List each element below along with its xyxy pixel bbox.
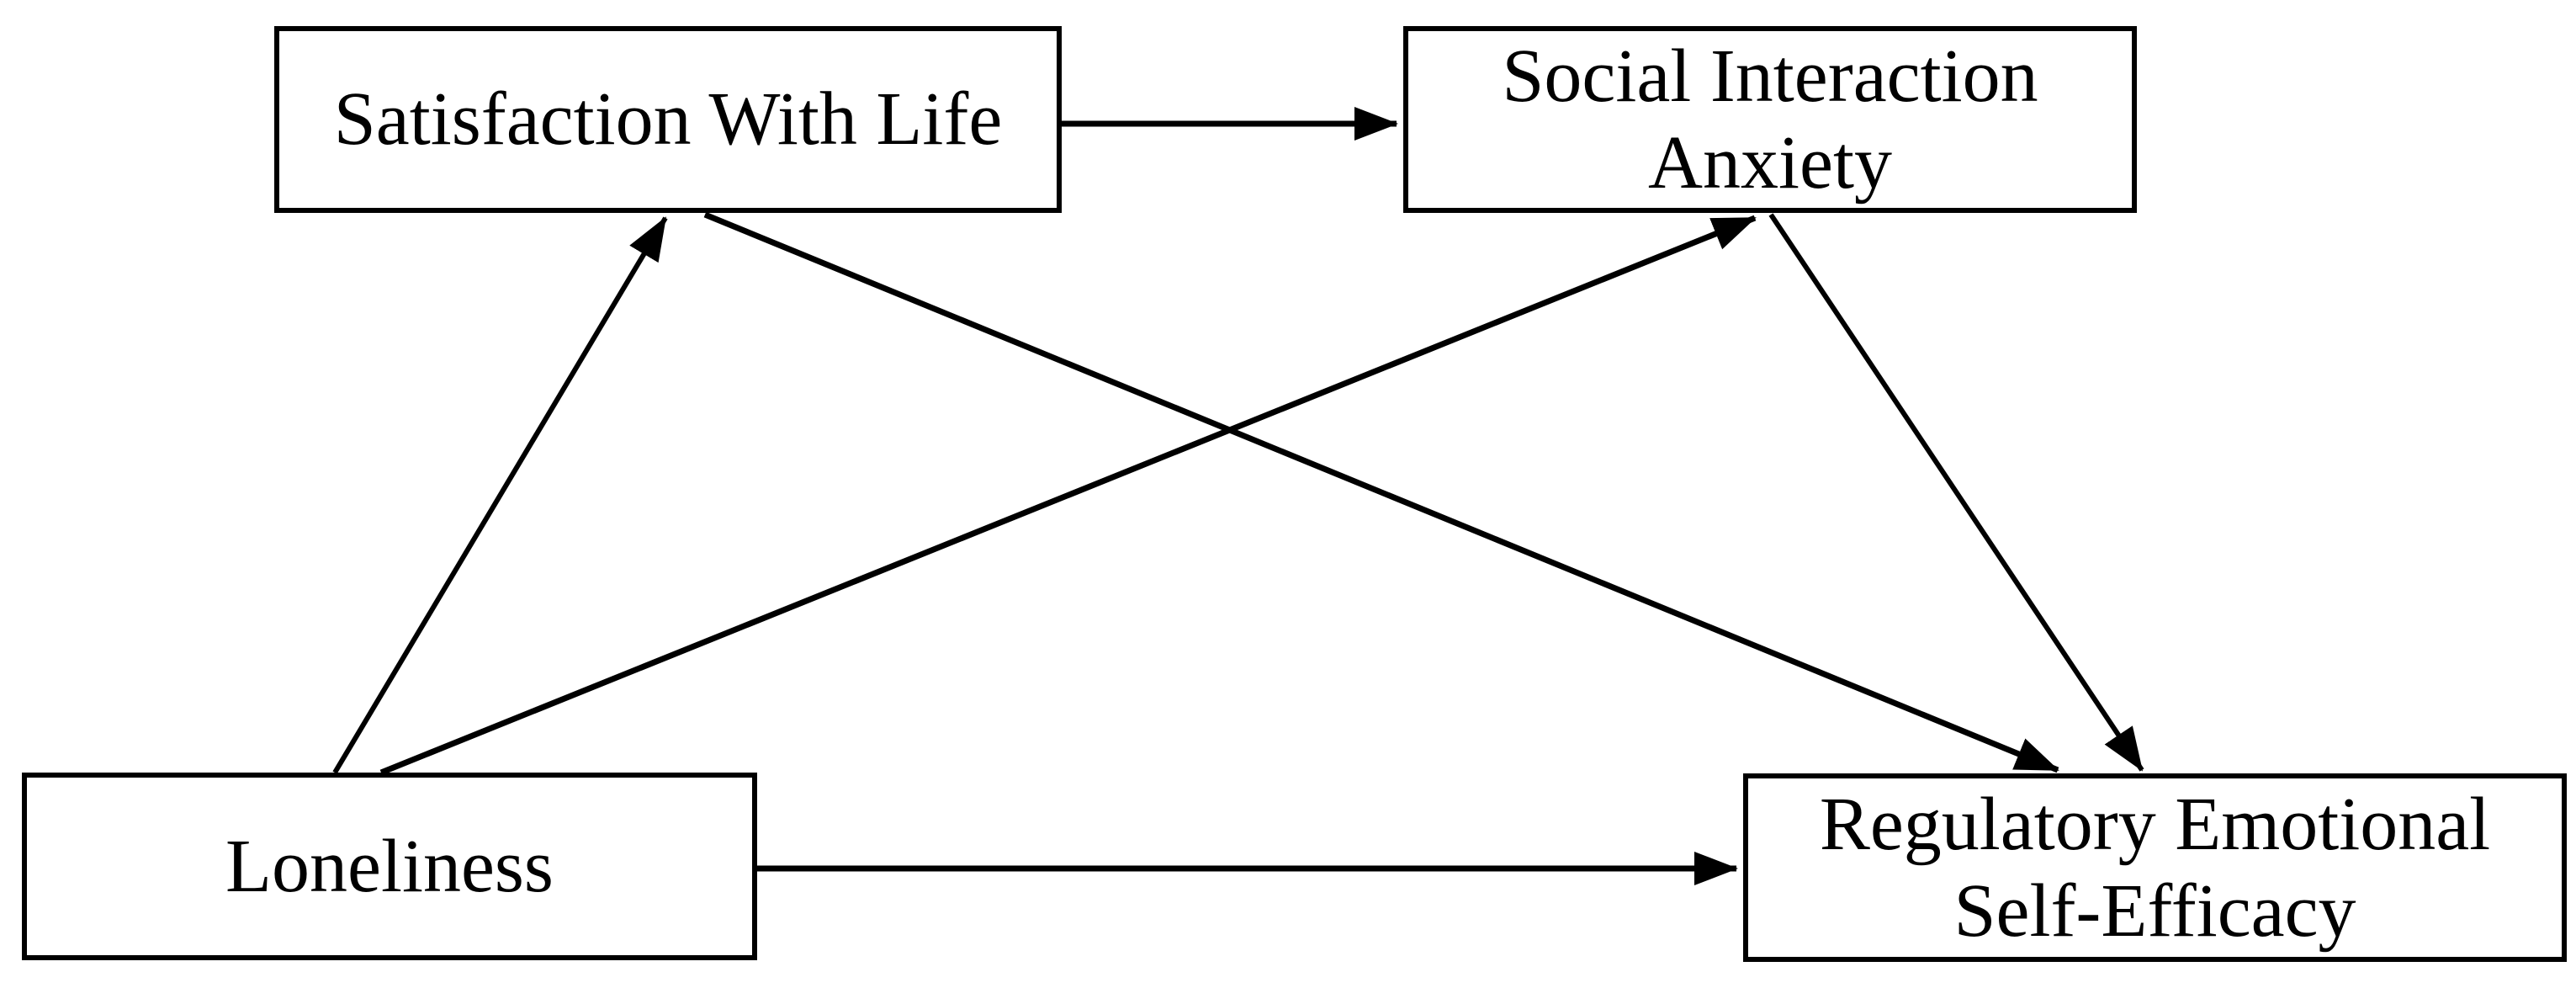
- node-loneliness: Loneliness: [22, 773, 757, 960]
- node-label-satisfaction-with-life: Satisfaction With Life: [333, 77, 1003, 162]
- node-label-social-interaction-anxiety: Social Interaction Anxiety: [1502, 34, 2038, 205]
- arrow-loneliness-to-satisfaction-with-life: [332, 216, 668, 774]
- node-label-regulatory-emotional-self-efficacy: Regulatory Emotional Self-Efficacy: [1819, 782, 2491, 953]
- node-regulatory-emotional-self-efficacy: Regulatory Emotional Self-Efficacy: [1743, 773, 2567, 962]
- arrow-satisfaction-with-life-to-regulatory-emotional-self-efficacy: [703, 211, 2059, 773]
- arrow-loneliness-to-social-interaction-anxiety: [379, 215, 1757, 776]
- node-social-interaction-anxiety: Social Interaction Anxiety: [1403, 26, 2137, 213]
- arrow-social-interaction-anxiety-to-regulatory-emotional-self-efficacy: [1768, 213, 2144, 772]
- node-satisfaction-with-life: Satisfaction With Life: [274, 26, 1062, 213]
- node-label-loneliness: Loneliness: [225, 824, 554, 908]
